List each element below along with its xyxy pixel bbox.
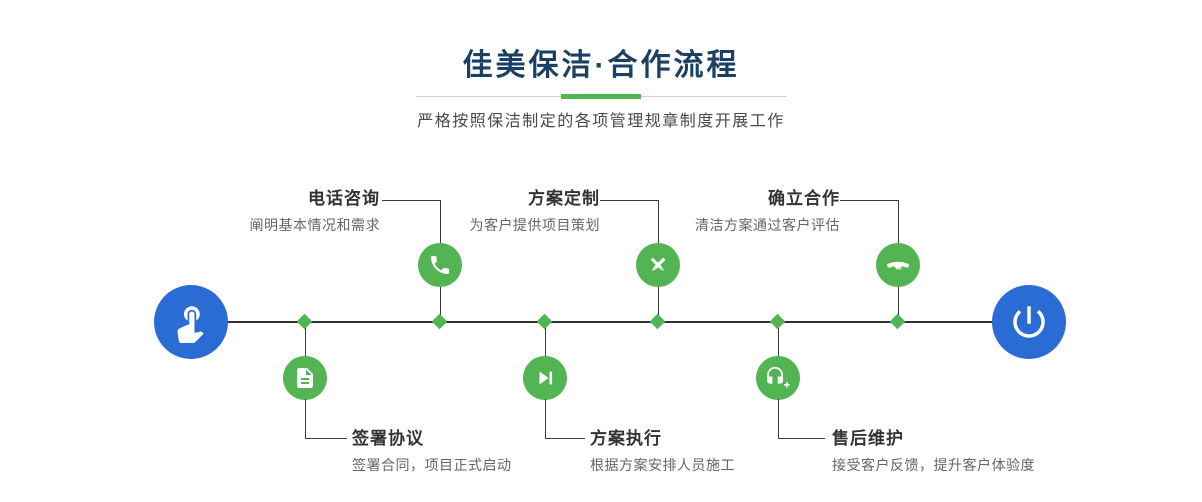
step-node — [876, 243, 920, 287]
step-title: 方案定制 — [528, 189, 600, 208]
step-desc: 接受客户反馈，提升客户体验度 — [832, 457, 1035, 473]
step-node — [283, 356, 327, 400]
connector-line — [898, 200, 899, 244]
connector-line — [382, 200, 440, 201]
power-icon — [1008, 301, 1050, 343]
connector-line — [840, 200, 898, 201]
step-title: 售后维护 — [832, 429, 904, 448]
step-title: 签署协议 — [352, 429, 424, 448]
connector-line — [440, 200, 441, 244]
connector-line — [658, 287, 659, 322]
step-desc: 清洁方案通过客户评估 — [695, 217, 840, 233]
page-subtitle: 严格按照保洁制定的各项管理规章制度开展工作 — [417, 113, 785, 130]
timeline-end-node — [992, 285, 1066, 359]
connector-line — [600, 200, 658, 201]
connector-line — [898, 287, 899, 322]
timeline-diamond — [769, 313, 786, 330]
step-node — [756, 356, 800, 400]
pointing-hand-icon — [170, 301, 212, 343]
play-next-icon — [533, 366, 557, 390]
step-desc: 签署合同，项目正式启动 — [352, 457, 512, 473]
timeline-diamond — [431, 313, 448, 330]
timeline-diamond — [649, 313, 666, 330]
phone-icon — [428, 253, 452, 277]
connector-line — [658, 200, 659, 244]
connector-line — [778, 399, 779, 438]
step-title: 方案执行 — [590, 429, 662, 448]
step-node — [636, 243, 680, 287]
step-desc: 为客户提供项目策划 — [469, 217, 600, 233]
connector-line — [305, 438, 347, 439]
connector-line — [545, 399, 546, 438]
step-title: 电话咨询 — [308, 189, 380, 208]
connector-line — [778, 322, 779, 356]
step-node — [418, 243, 462, 287]
page-title: 佳美保洁·合作流程 — [462, 49, 740, 82]
connector-line — [305, 399, 306, 438]
headset-plus-icon — [766, 366, 790, 390]
step-node — [523, 356, 567, 400]
step-desc: 根据方案安排人员施工 — [590, 457, 735, 473]
pencil-cross-icon — [646, 253, 670, 277]
connector-line — [778, 438, 825, 439]
timeline-diamond — [536, 313, 553, 330]
divider-green-segment — [561, 94, 641, 99]
handshake-icon — [886, 253, 910, 277]
connector-line — [545, 438, 585, 439]
timeline-start-node — [154, 285, 228, 359]
document-pen-icon — [293, 366, 317, 390]
step-title: 确立合作 — [768, 189, 840, 208]
step-desc: 阐明基本情况和需求 — [249, 217, 380, 233]
title-divider — [416, 94, 786, 99]
connector-line — [305, 322, 306, 356]
connector-line — [545, 322, 546, 356]
timeline-diamond — [296, 313, 313, 330]
connector-line — [440, 287, 441, 322]
timeline-diamond — [889, 313, 906, 330]
timeline-line — [191, 321, 1029, 323]
